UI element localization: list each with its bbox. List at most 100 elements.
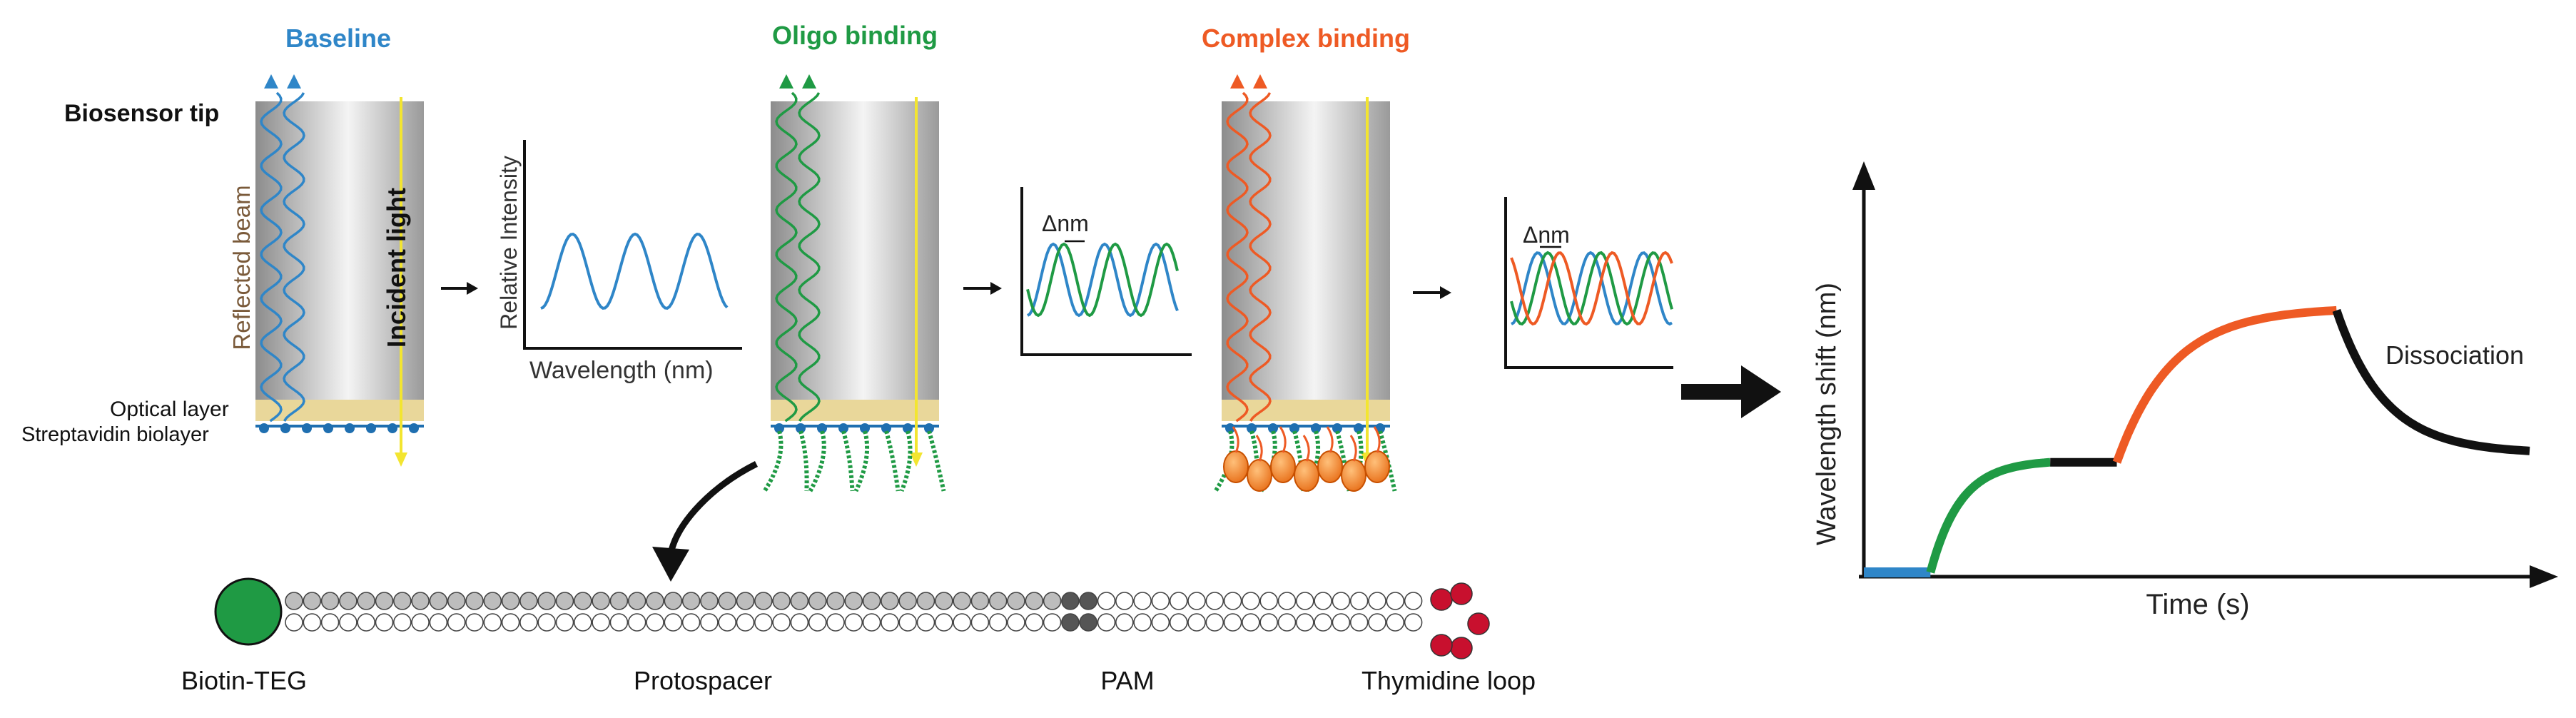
cas-protein: [1341, 459, 1366, 492]
protospacer-bead: [483, 592, 502, 610]
delta-nm-label: Δnm: [1523, 222, 1570, 248]
incident-light-label: Incident light: [382, 188, 411, 348]
protospacer-bead: [627, 592, 646, 610]
protospacer-bead: [519, 613, 538, 632]
protospacer-bead: [447, 613, 466, 632]
protospacer-bead: [285, 613, 303, 632]
nucleotide-bead: [1205, 613, 1224, 632]
protospacer-bead: [465, 592, 484, 610]
protospacer-bead: [411, 592, 430, 610]
curved-arrow-down-icon: [652, 460, 759, 582]
oligo-strand: [1213, 430, 1234, 492]
protospacer-bead: [465, 613, 484, 632]
incident-arrow-icon: [395, 452, 407, 467]
nucleotide-bead: [1242, 592, 1260, 610]
oligo-strand: [1350, 430, 1364, 492]
nucleotide-bead: [1223, 592, 1242, 610]
nucleotide-bead: [1151, 592, 1170, 610]
protospacer-bead: [447, 592, 466, 610]
protospacer-bead: [537, 613, 557, 632]
arrow-right-icon: [1413, 286, 1451, 299]
complex-tip: [1213, 74, 1397, 492]
streptavidin-bead: [817, 423, 827, 433]
protospacer-bead: [681, 613, 701, 632]
nucleotide-bead: [1277, 592, 1297, 610]
protospacer-bead: [429, 613, 448, 632]
protospacer-label: Protospacer: [634, 666, 772, 695]
protospacer-bead: [826, 592, 845, 610]
nucleotide-bead: [1205, 592, 1224, 610]
oligo-strand: [1378, 430, 1397, 492]
protospacer-bead: [718, 613, 737, 632]
sensorgram-y-label: Wavelength shift (nm): [1812, 283, 1842, 545]
protospacer-bead: [555, 613, 574, 632]
optical-layer: [255, 400, 424, 421]
protospacer-bead: [609, 592, 629, 610]
protospacer-bead: [519, 592, 538, 610]
sensorgram-x-label: Time (s): [2146, 589, 2249, 620]
oligo-strand: [853, 430, 870, 492]
spectrum-oligo: [1020, 187, 1192, 356]
protospacer-bead: [953, 592, 971, 610]
protospacer-bead: [1007, 592, 1025, 610]
protospacer-bead: [303, 613, 322, 632]
protospacer-bead: [700, 613, 719, 632]
protospacer-bead: [357, 592, 376, 610]
protospacer-bead: [646, 613, 664, 632]
sensorgram-oligo-association: [1926, 457, 2051, 574]
spectrum-y-label: Relative Intensity: [496, 156, 522, 330]
reflected-wave: [1249, 92, 1272, 422]
protospacer-bead: [736, 592, 755, 610]
protospacer-bead: [609, 613, 629, 632]
reflected-beam-label: Reflected beam: [228, 185, 255, 350]
cas-protein: [1270, 450, 1296, 483]
nucleotide-bead: [1259, 592, 1278, 610]
oligo-binding-title: Oligo binding: [772, 21, 938, 50]
oligo-strand: [927, 430, 946, 492]
x-axis-arrow-icon: [2530, 565, 2558, 588]
protospacer-bead: [844, 592, 863, 610]
baseline-spectrum-curve: [540, 232, 729, 310]
protospacer-bead: [754, 613, 773, 632]
protospacer-bead: [592, 613, 610, 632]
pam-bead: [1061, 613, 1080, 632]
pam-bead: [1061, 592, 1080, 610]
protospacer-bead: [573, 613, 592, 632]
protospacer-bead: [736, 613, 755, 632]
thymidine-loop-label: Thymidine loop: [1361, 666, 1536, 695]
nucleotide-bead: [1368, 592, 1386, 610]
protospacer-bead: [357, 613, 376, 632]
oligo-tip: [762, 74, 946, 492]
protospacer-bead: [681, 592, 701, 610]
thymidine-bead: [1467, 612, 1490, 635]
streptavidin-bead: [860, 423, 870, 433]
protospacer-bead: [483, 613, 502, 632]
oligo-strand: [1335, 430, 1352, 492]
protospacer-bead: [754, 592, 773, 610]
protospacer-bead: [826, 613, 845, 632]
protospacer-bead: [953, 613, 971, 632]
streptavidin-bead: [345, 423, 355, 433]
cas-protein: [1223, 450, 1249, 483]
streptavidin-bead: [409, 423, 419, 433]
protospacer-bead: [392, 592, 412, 610]
oligo-strand: [798, 430, 809, 492]
protospacer-bead: [1043, 592, 1062, 610]
nucleotide-bead: [1115, 592, 1134, 610]
baseline-spectrum-curve: [1511, 251, 1673, 326]
protospacer-bead: [772, 613, 791, 632]
reflected-arrow-icon: [1230, 74, 1244, 89]
cas-protein: [1317, 450, 1343, 483]
oligo-strand-diagram: [214, 577, 1490, 659]
protospacer-bead: [320, 613, 340, 632]
streptavidin-bead: [302, 423, 312, 433]
streptavidin-bead: [903, 423, 913, 433]
spectrum-axes: [1504, 197, 1673, 369]
biotin-teg-label: Biotin-TEG: [181, 666, 307, 695]
reflected-wave: [260, 91, 283, 423]
nucleotide-bead: [1314, 613, 1332, 632]
guide-rna: [1279, 426, 1287, 453]
protospacer-bead: [700, 592, 719, 610]
nucleotide-bead: [1332, 613, 1351, 632]
